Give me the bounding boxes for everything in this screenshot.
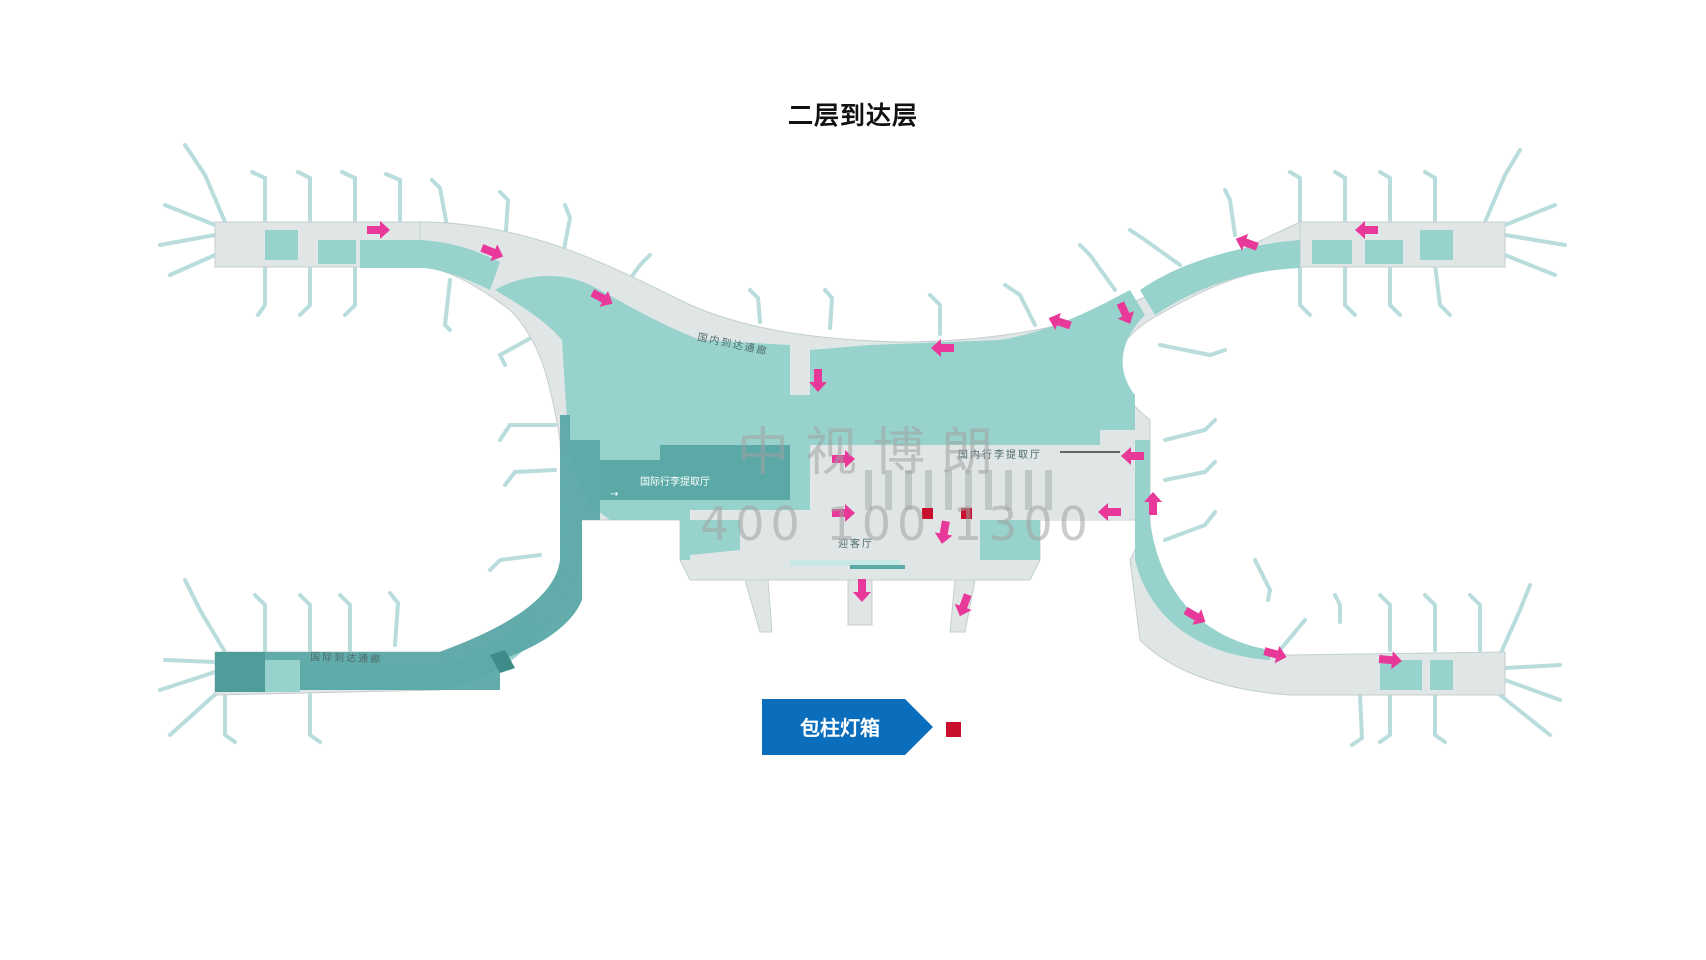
lightbox-marker: [922, 508, 933, 519]
intl-arrow-right-icon: →: [610, 489, 618, 500]
label-intl-baggage: 国际行李提取厅: [640, 475, 710, 488]
jet-bridges: [158, 143, 1567, 747]
domestic-baggage-hall: [790, 445, 1130, 569]
legend: 包柱灯箱: [762, 699, 961, 755]
label-intl-corridor: 国际到达通廊: [310, 650, 382, 666]
page-title: 二层到达层: [787, 101, 918, 130]
lightbox-marker: [961, 508, 972, 519]
legend-label: 包柱灯箱: [800, 716, 880, 740]
watermark-line1: 中视博朗: [737, 423, 1009, 483]
international-zone: [215, 415, 790, 692]
watermark-line2: 400 100 1300: [700, 497, 1094, 551]
label-greeting-hall: 迎客厅: [838, 537, 874, 550]
lightbox-markers: [922, 508, 972, 519]
legend-tag: [762, 699, 933, 755]
legend-marker-swatch: [946, 722, 961, 737]
label-domestic-baggage: 国内行李提取厅: [958, 448, 1042, 461]
